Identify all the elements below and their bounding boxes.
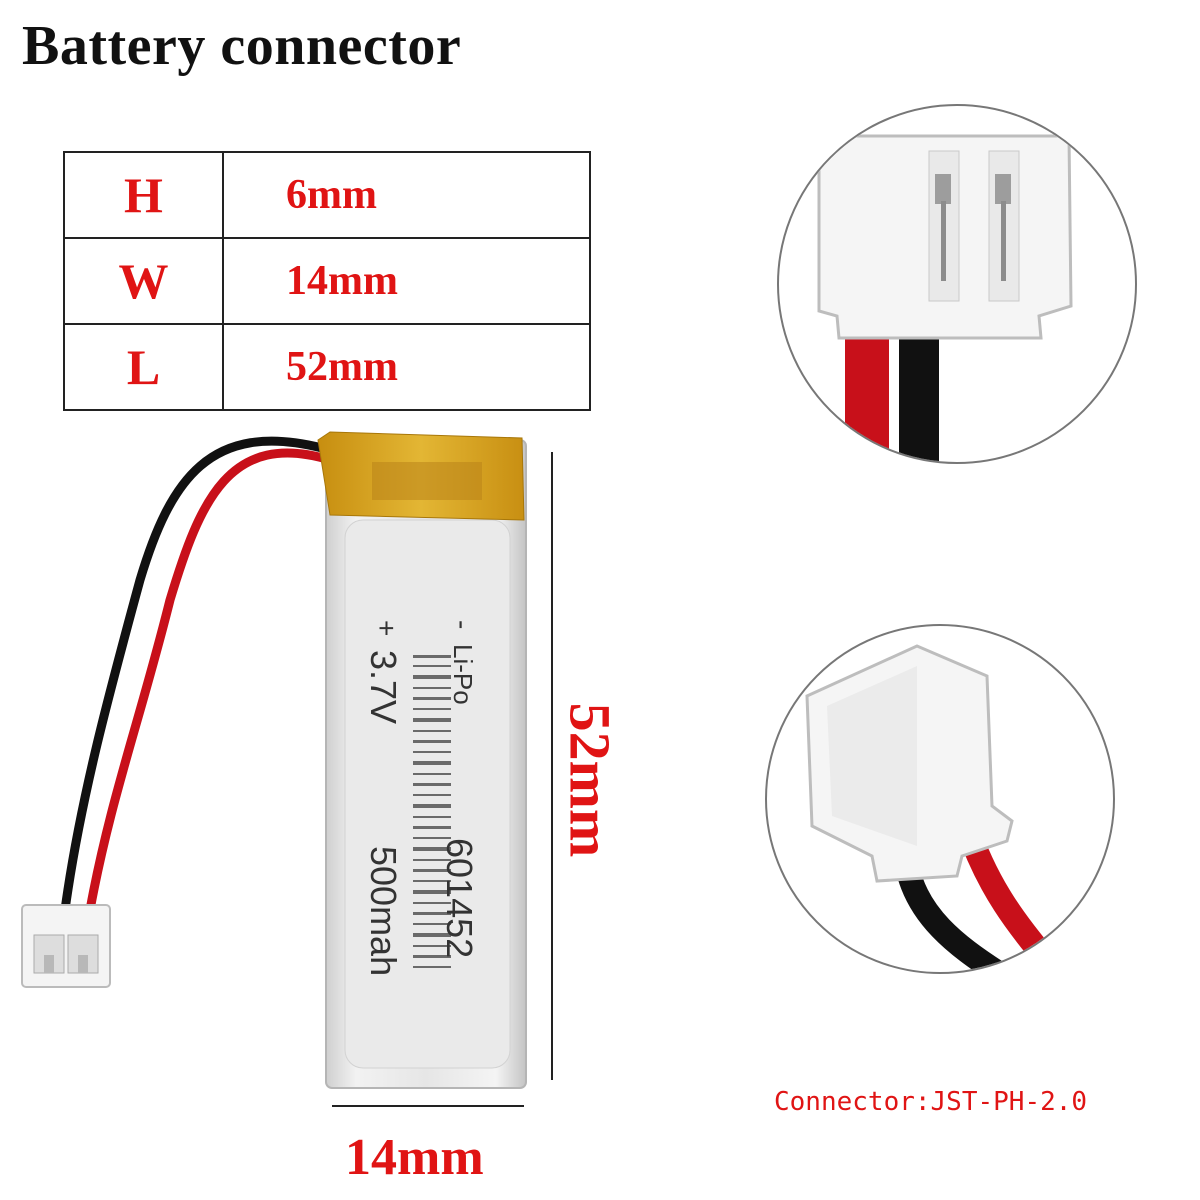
jst-plug-small xyxy=(21,904,111,988)
table-row: L 52mm xyxy=(63,323,591,411)
dimension-key-length: L xyxy=(63,323,224,411)
dimensions-table: H 6mm W 14mm L 52mm xyxy=(63,151,591,411)
connector-closeup-side xyxy=(765,624,1115,974)
cell-voltage: 3.7V xyxy=(363,650,404,725)
dimension-key-height: H xyxy=(63,151,224,239)
page-title: Battery connector xyxy=(22,15,462,77)
cell-plus-sign: + xyxy=(371,620,402,637)
connector-closeup-top xyxy=(777,104,1137,464)
red-wire xyxy=(85,448,332,911)
width-dimension-label: 14mm xyxy=(345,1129,484,1186)
dimension-value-height: 6mm xyxy=(222,151,591,239)
table-row: H 6mm xyxy=(63,151,591,239)
barcode xyxy=(413,655,451,968)
black-wire xyxy=(60,436,324,911)
dimension-key-width: W xyxy=(63,237,224,325)
dimension-value-width: 14mm xyxy=(222,237,591,325)
dimension-value-length: 52mm xyxy=(222,323,591,411)
length-dimension-label: 52mm xyxy=(557,702,623,858)
cell-capacity: 500mah xyxy=(363,846,404,977)
cell-minus-sign: - xyxy=(447,620,478,630)
connector-type-label: Connector:JST-PH-2.0 xyxy=(774,1087,1088,1117)
table-row: W 14mm xyxy=(63,237,591,325)
cell-chemistry: Li-Po xyxy=(448,644,478,705)
cell-model: 601452 xyxy=(439,838,480,959)
